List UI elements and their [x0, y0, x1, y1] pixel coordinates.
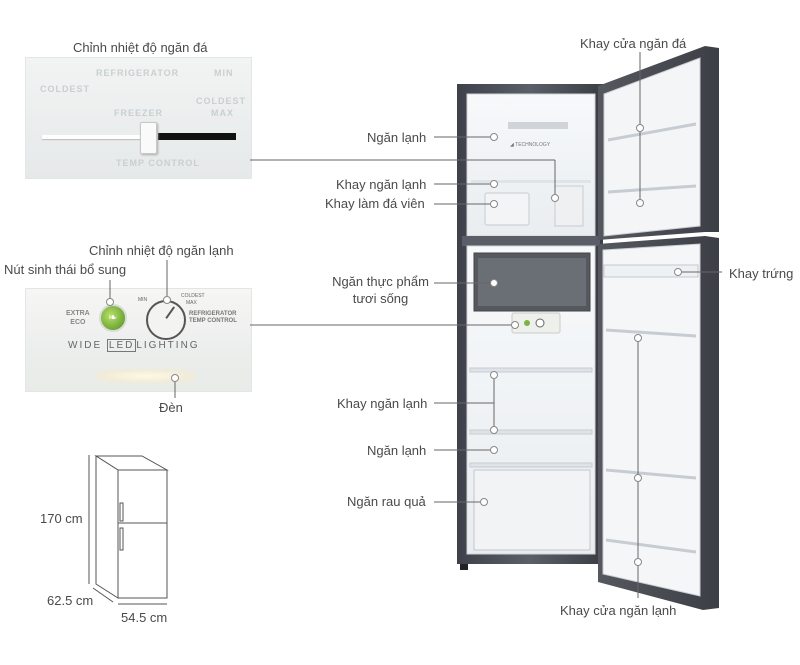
fridge-foot-left [460, 564, 468, 570]
freezer-panel-max-text: MAX [211, 108, 234, 118]
freezer-shelf [471, 180, 591, 183]
dot-vegetable-drawer [480, 498, 488, 506]
dial-min-text: MIN [138, 297, 148, 303]
dot-freezer-panel [551, 194, 559, 202]
eco-button-label: Nút sinh thái bổ sung [4, 262, 127, 277]
dot-fridge-tray-mid-a [490, 371, 498, 379]
leader-lines [109, 52, 722, 598]
freezer-door-tray-label: Khay cửa ngăn đá [580, 36, 687, 51]
fridge-compartment-mid-label: Ngăn lạnh [367, 443, 427, 458]
freezer-door-shelf-2 [607, 184, 697, 194]
sketch-front [117, 469, 168, 599]
dimension-arrows [88, 455, 167, 605]
ice-maker-box [484, 192, 530, 226]
fridge-door-shelf-3 [605, 538, 697, 554]
fridge-door-shelf-2 [605, 468, 697, 480]
dot-dial [163, 296, 171, 304]
sketch-handle-top [119, 502, 124, 522]
dot-eco [106, 298, 114, 306]
fresh-food-label-line1: Ngăn thực phẩm [332, 274, 429, 289]
sketch-handle-bottom [119, 527, 124, 551]
control-module-eco [524, 320, 530, 326]
freezer-slider-track-white [42, 135, 157, 139]
dot-fridge-tray-top [490, 180, 498, 188]
egg-tray-label: Khay trứng [729, 266, 794, 281]
freezer-vent [508, 122, 568, 129]
freezer-slider-track-black [158, 133, 236, 140]
freezer-door-shelf-1 [607, 122, 697, 142]
led-text: LED [106, 339, 137, 352]
fridge-control-panel: EXTRA ECO ❧ MIN COLDEST MAX REFRIGERATOR… [25, 288, 252, 392]
freezer-temp-control-label: Chỉnh nhiệt độ ngăn đá [73, 40, 208, 55]
freezer-control-panel: REFRIGERATOR MIN COLDEST COLDEST FREEZER… [25, 57, 252, 179]
divider [462, 236, 600, 246]
dot-freezer-door-tray-b [636, 199, 644, 207]
control-module-dial [535, 318, 545, 328]
dot-ice-tray [490, 200, 498, 208]
width-dimension-label: 54.5 cm [121, 610, 168, 625]
leaf-icon: ❧ [108, 312, 118, 324]
dot-freezer-door-tray-a [636, 124, 644, 132]
freezer-panel-temp-control-text: TEMP CONTROL [116, 158, 200, 168]
egg-tray [603, 264, 699, 278]
dial-coldest-text: COLDEST [181, 293, 205, 299]
fresh-food-label: Ngăn thực phẩm tươi sống [327, 274, 434, 306]
freezer-panel-freezer-text: FREEZER [114, 108, 164, 118]
fridge-tray-mid-label: Khay ngăn lạnh [337, 396, 428, 411]
dial-label-2: TEMP CONTROL [189, 318, 237, 324]
ice-tray-label: Khay làm đá viên [325, 196, 425, 211]
eco-button[interactable]: ❧ [99, 304, 127, 332]
dot-fridge-compartment-mid [490, 446, 498, 454]
led-lamp [96, 369, 196, 383]
freezer-panel-refrigerator-text: REFRIGERATOR [96, 68, 180, 78]
dot-lamp [171, 374, 179, 382]
height-dimension-label: 170 cm [40, 511, 83, 526]
sketch-side [95, 455, 119, 599]
dial-label: REFRIGERATOR TEMP CONTROL [189, 311, 237, 325]
dot-fridge-tray-mid-b [490, 426, 498, 434]
crisper-lid [469, 462, 593, 468]
extra-eco-text: EXTRA ECO [66, 309, 90, 327]
depth-arrow [92, 587, 114, 603]
fridge-shelf-1 [469, 367, 593, 373]
dial-label-1: REFRIGERATOR [189, 311, 237, 317]
fridge-door-tray-label: Khay cửa ngăn lạnh [560, 603, 677, 618]
fridge-shelf-2 [469, 429, 593, 435]
fresh-food-label-line2: tươi sống [352, 291, 409, 306]
vegetable-drawer-label: Ngăn rau quả [347, 494, 426, 509]
dot-egg-tray [674, 268, 682, 276]
lighting-text: LIGHTING [136, 340, 200, 351]
fridge-temp-control-label: Chỉnh nhiệt độ ngăn lạnh [89, 243, 234, 258]
ice-maker-tray [554, 185, 584, 227]
freezer-panel-min-text: MIN [214, 68, 234, 78]
fridge-compartment-top-label: Ngăn lạnh [367, 130, 427, 145]
fridge-door-shelf-1 [605, 328, 697, 338]
freezer-panel-coldest-text-1: COLDEST [40, 84, 91, 94]
fridge-door-liner [602, 243, 701, 597]
leader-dots [106, 124, 682, 566]
dot-fridge-door-tray-b [634, 474, 642, 482]
extra-eco-text-2: ECO [70, 319, 86, 326]
depth-dimension-label: 62.5 cm [47, 593, 94, 608]
freezer-slider-knob[interactable] [140, 122, 157, 154]
dot-fridge-door-tray-c [634, 558, 642, 566]
fridge-tray-top-label: Khay ngăn lạnh [336, 177, 427, 192]
vegetable-drawer [473, 469, 591, 551]
freezer-panel-coldest-text-2: COLDEST [196, 96, 247, 106]
lamp-label: Đèn [159, 400, 183, 415]
dot-fridge-compartment-top [490, 133, 498, 141]
dot-fridge-door-tray-a [634, 334, 642, 342]
extra-eco-text-1: EXTRA [66, 310, 90, 317]
wide-text: WIDE [68, 340, 103, 351]
dot-fridge-panel [511, 321, 519, 329]
fridge-temp-dial[interactable] [146, 300, 186, 340]
dot-fresh-food [490, 279, 498, 287]
freezer-sticker: ◢ TECHNOLOGY [510, 142, 551, 148]
dial-max-text: MAX [186, 300, 197, 306]
dimension-sketch [94, 455, 169, 599]
